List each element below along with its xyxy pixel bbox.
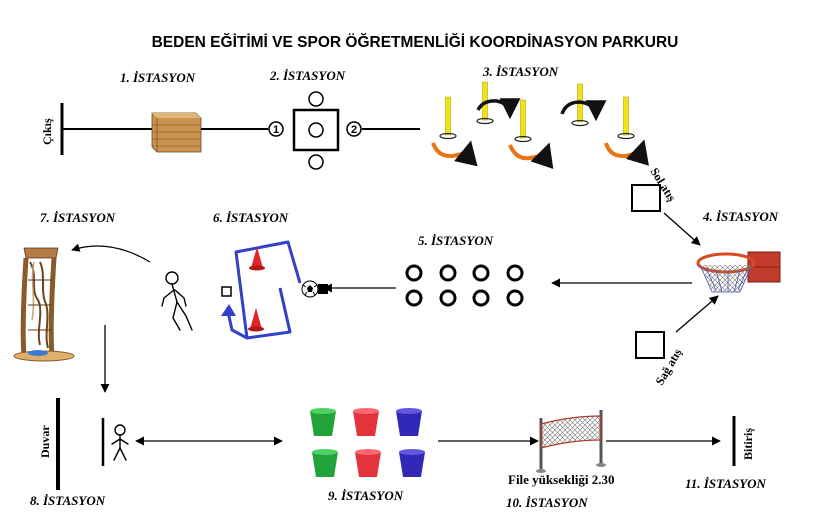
station-11-label: 11. İSTASYON	[685, 476, 767, 491]
square-area	[292, 108, 340, 152]
wall-label: Duvar	[38, 425, 52, 458]
turn-arrow-icon	[476, 98, 521, 120]
station-9-label: 9. İSTASYON	[328, 488, 404, 503]
ring-icon	[439, 264, 457, 282]
station-1-label: 1. İSTASYON	[120, 70, 196, 85]
ring-icon	[405, 289, 423, 307]
vaulting-box-icon	[151, 112, 202, 153]
stick-figure-icon	[111, 424, 129, 461]
slalom-poles	[431, 81, 649, 170]
net-height-label: File yüksekliği 2.30	[508, 472, 615, 487]
bucket-grid	[310, 408, 425, 477]
dribble-course	[221, 240, 328, 340]
left-throw-square	[631, 184, 661, 212]
right-throw-label: Sağ atış	[652, 346, 684, 388]
stick-figure-icon	[161, 271, 193, 331]
station-2-label: 2. İSTASYON	[269, 68, 346, 83]
station-5-label: 5. İSTASYON	[418, 233, 494, 248]
target-square	[221, 286, 232, 297]
ring-icon	[506, 264, 524, 282]
ring-icon	[472, 264, 490, 282]
bucket-icon	[310, 408, 336, 436]
page-title: BEDEN EĞİTİMİ VE SPOR ÖĞRETMENLİĞİ KOORD…	[152, 33, 679, 51]
bucket-icon	[312, 449, 338, 477]
station-10-label: 10. İSTASYON	[506, 495, 588, 510]
path-arrow	[663, 212, 701, 246]
throw-arc-arrow	[71, 243, 151, 263]
turn-arrow-icon	[431, 140, 478, 167]
cone-icon	[249, 247, 265, 271]
cone-icon	[248, 308, 264, 332]
station-4-label: 4. İSTASYON	[702, 209, 779, 224]
bucket-icon	[355, 449, 381, 477]
volleyball-net-icon	[536, 410, 606, 473]
bucket-icon	[399, 449, 425, 477]
station-8-label: 8. İSTASYON	[30, 493, 106, 508]
pole-icon	[439, 96, 457, 140]
turn-arrow-icon	[604, 139, 649, 166]
bucket-icon	[396, 408, 422, 436]
finish-label: Bitiriş	[741, 428, 755, 460]
marker-1-icon: 1	[268, 121, 284, 137]
agility-rings	[405, 264, 524, 307]
ring-icon	[405, 264, 423, 282]
station-7-label: 7. İSTASYON	[40, 210, 116, 225]
top-ring-icon	[308, 91, 324, 107]
center-ring-icon	[308, 122, 324, 138]
football-start-square	[318, 284, 328, 294]
marker-1-text: 1	[273, 124, 279, 136]
blue-arrowhead	[221, 304, 236, 316]
dribble-return-arrow	[226, 311, 248, 340]
marker-2-icon: 2	[346, 121, 362, 137]
football-icon	[301, 280, 319, 298]
station-3-label: 3. İSTASYON	[482, 64, 559, 79]
pole-icon	[514, 99, 532, 143]
bottom-ring-icon	[308, 154, 324, 170]
station-6-label: 6. İSTASYON	[213, 210, 289, 225]
start-label: Çıkış	[40, 118, 54, 145]
ring-icon	[472, 289, 490, 307]
ring-icon	[506, 289, 524, 307]
turn-arrow-icon	[508, 142, 554, 170]
basketball-hoop-icon	[696, 251, 781, 293]
pole-icon	[617, 96, 635, 140]
dribble-path	[234, 240, 302, 340]
marker-2-text: 2	[351, 124, 357, 136]
bucket-icon	[353, 408, 379, 436]
ring-icon	[439, 289, 457, 307]
climbing-frame-icon	[13, 247, 75, 362]
start-line	[60, 103, 152, 155]
right-throw-square	[635, 331, 665, 359]
turn-arrow-icon	[560, 100, 607, 122]
path-arrow	[675, 295, 719, 333]
